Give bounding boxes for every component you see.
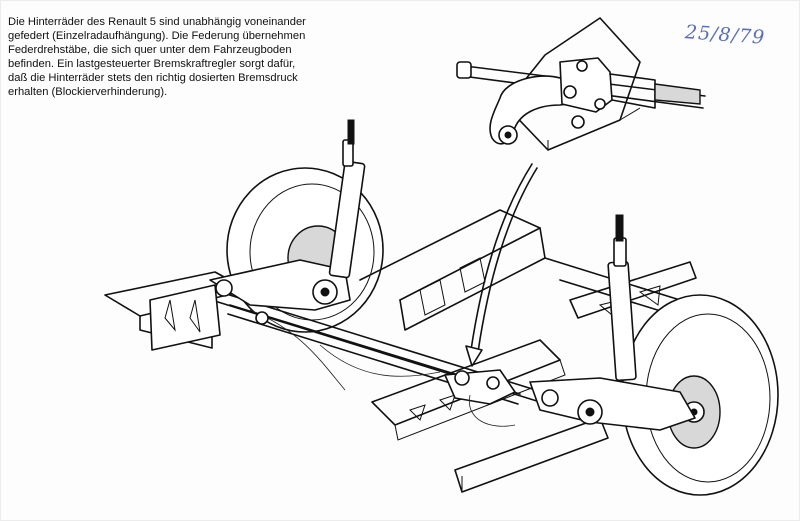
caption-line: erhalten (Blockierverhinderung). (8, 86, 168, 99)
caption-line: Federdrehstäbe, die sich quer unter dem … (8, 44, 292, 57)
left-suspension (209, 119, 366, 325)
pointer-arrow (465, 163, 538, 367)
right-suspension (529, 214, 696, 431)
caption-line: gefedert (Einzelradaufhängung). Die Fede… (8, 30, 306, 43)
caption-line: befinden. Ein lastgesteuerter Bremskraft… (8, 58, 296, 71)
brake-regulator-detail (456, 17, 706, 151)
brake-pressure-regulator (444, 369, 516, 427)
caption-line: Die Hinterräder des Renault 5 sind unabh… (8, 16, 306, 28)
caption-text: Die Hinterräder des Renault 5 sind unabh… (8, 15, 378, 100)
chassis-frame (104, 209, 697, 493)
caption-line: daß die Hinterräder stets den richtig do… (8, 72, 298, 85)
